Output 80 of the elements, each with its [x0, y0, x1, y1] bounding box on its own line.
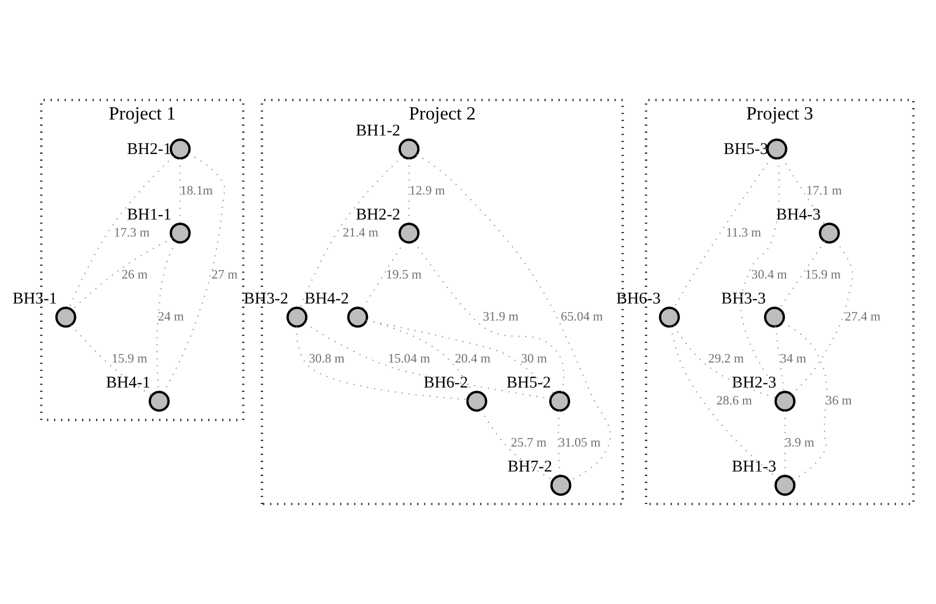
node-circle	[774, 474, 796, 496]
node-label: BH7-2	[508, 456, 552, 476]
edge-label: 26 m	[122, 267, 148, 282]
connector	[296, 326, 468, 400]
connector	[791, 240, 854, 395]
node-circle	[466, 390, 488, 412]
node-circle	[658, 306, 680, 328]
edge-label: 17.1 m	[806, 183, 842, 198]
connector	[72, 238, 173, 310]
node-label: BH2-1	[127, 138, 172, 158]
node-circle	[55, 306, 76, 328]
node-label: BH3-2	[244, 288, 288, 308]
edge-label: 15.9 m	[805, 267, 841, 282]
edge-label: 65.04 m	[560, 309, 603, 324]
connector	[414, 241, 564, 392]
node-label: BH5-2	[506, 372, 551, 392]
node-circle	[818, 222, 840, 244]
connector	[70, 324, 152, 396]
node-circle	[764, 306, 785, 328]
node-circle	[286, 306, 308, 328]
node-label: BH6-3	[616, 288, 661, 308]
edge-label: 12.9 m	[409, 183, 445, 198]
edge-label: 30.4 m	[751, 267, 788, 282]
node-circle	[170, 222, 191, 244]
node-label: BH3-3	[721, 288, 766, 308]
edge-label: 31.05 m	[558, 436, 601, 450]
edge-label: 17.3 m	[114, 225, 150, 240]
edge-label: 18.1m	[180, 183, 213, 198]
node-circle	[148, 390, 170, 412]
edge-label: 3.9 m	[784, 436, 814, 450]
edge-label: 34 m	[780, 351, 806, 366]
edge-label: 15.04 m	[388, 351, 430, 366]
connector	[480, 410, 554, 481]
connector	[304, 322, 551, 400]
edge-label: 24 m	[158, 309, 184, 324]
node-label: BH1-2	[356, 120, 400, 140]
node-label: BH1-1	[127, 204, 172, 224]
node-label: BH4-1	[106, 372, 150, 392]
connector	[162, 153, 226, 393]
connector	[670, 326, 778, 480]
connector	[774, 326, 784, 392]
edge-label: 21.4 m	[342, 225, 378, 240]
node-circle	[549, 390, 570, 412]
edge-label: 28.6 m	[716, 394, 752, 408]
node-label: BH1-3	[732, 456, 776, 476]
connector	[781, 157, 826, 225]
edge-label: 31.9 m	[482, 309, 519, 324]
connector	[673, 325, 776, 398]
node-circle	[550, 474, 572, 496]
node-circle	[398, 222, 420, 244]
connector	[366, 320, 554, 394]
node-label: BH3-1	[12, 288, 58, 308]
connector	[782, 322, 828, 481]
node-label: BH4-3	[776, 204, 821, 224]
connector	[778, 240, 826, 310]
edge-label: 27 m	[212, 267, 238, 282]
connector	[362, 242, 405, 310]
edge-label: 30 m	[520, 351, 547, 366]
connector	[300, 156, 403, 308]
node-circle	[347, 306, 368, 328]
connector	[68, 156, 174, 308]
edge-label: 19.5 m	[386, 267, 422, 282]
node-label: BH2-3	[732, 372, 776, 392]
edge-label: 29.2 m	[708, 351, 744, 366]
node-circle	[170, 138, 191, 160]
node-label: BH4-2	[304, 288, 349, 308]
edge-label: 36 m	[826, 394, 852, 408]
node-circle	[774, 390, 796, 412]
edge-label: 30.8 m	[308, 351, 345, 366]
connector	[740, 158, 780, 394]
edge-label: 11.3 m	[726, 225, 762, 240]
connector	[416, 154, 611, 482]
node-circle	[766, 138, 788, 160]
edge-label: 25.7 m	[510, 436, 547, 450]
node-label: BH2-2	[356, 204, 400, 224]
node-circle	[398, 138, 420, 160]
edge-label: 20.4 m	[454, 351, 490, 366]
node-label: BH6-2	[424, 372, 468, 392]
edge-label: 27.4 m	[844, 309, 880, 324]
edge-label: 15.9 m	[112, 351, 148, 366]
